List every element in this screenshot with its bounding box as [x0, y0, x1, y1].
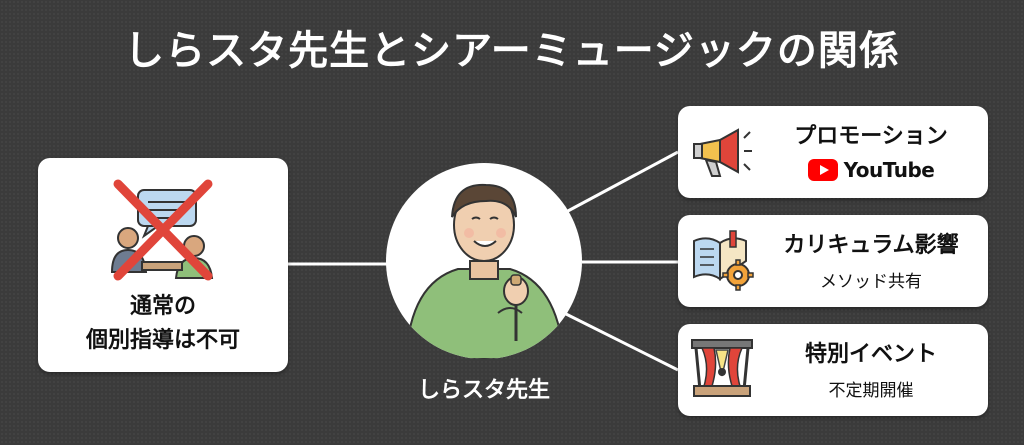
individual-lesson-card: 通常の 個別指導は不可 [38, 158, 288, 372]
promotion-card: プロモーション YouTube [678, 106, 988, 198]
teacher-name-label: しらスタ先生 [417, 378, 550, 403]
curriculum-card: カリキュラム影響 メソッド共有 [678, 215, 988, 307]
promotion-label: プロモーション [794, 124, 948, 149]
prohibited-lesson-icon [110, 179, 214, 281]
stage-icon [691, 339, 753, 397]
left-card-line1: 通常の [129, 294, 196, 319]
book-gear-icon [693, 230, 754, 291]
curriculum-label: カリキュラム影響 [783, 233, 959, 258]
curriculum-sub: メソッド共有 [820, 272, 922, 292]
youtube-logo: YouTube [760, 158, 982, 182]
event-card: 特別イベント 不定期開催 [678, 324, 988, 416]
event-sub: 不定期開催 [828, 381, 914, 401]
left-card-line2: 個別指導は不可 [85, 328, 240, 353]
youtube-play-icon [807, 159, 838, 181]
youtube-text: YouTube [843, 158, 935, 182]
connector-promotion [565, 150, 679, 214]
megaphone-icon [693, 128, 752, 177]
event-label: 特別イベント [804, 342, 937, 367]
teacher-portrait [386, 163, 582, 359]
connector-event [565, 312, 679, 372]
page-title: しらスタ先生とシアーミュージックの関係 [124, 28, 900, 74]
singer-illustration [404, 183, 566, 359]
